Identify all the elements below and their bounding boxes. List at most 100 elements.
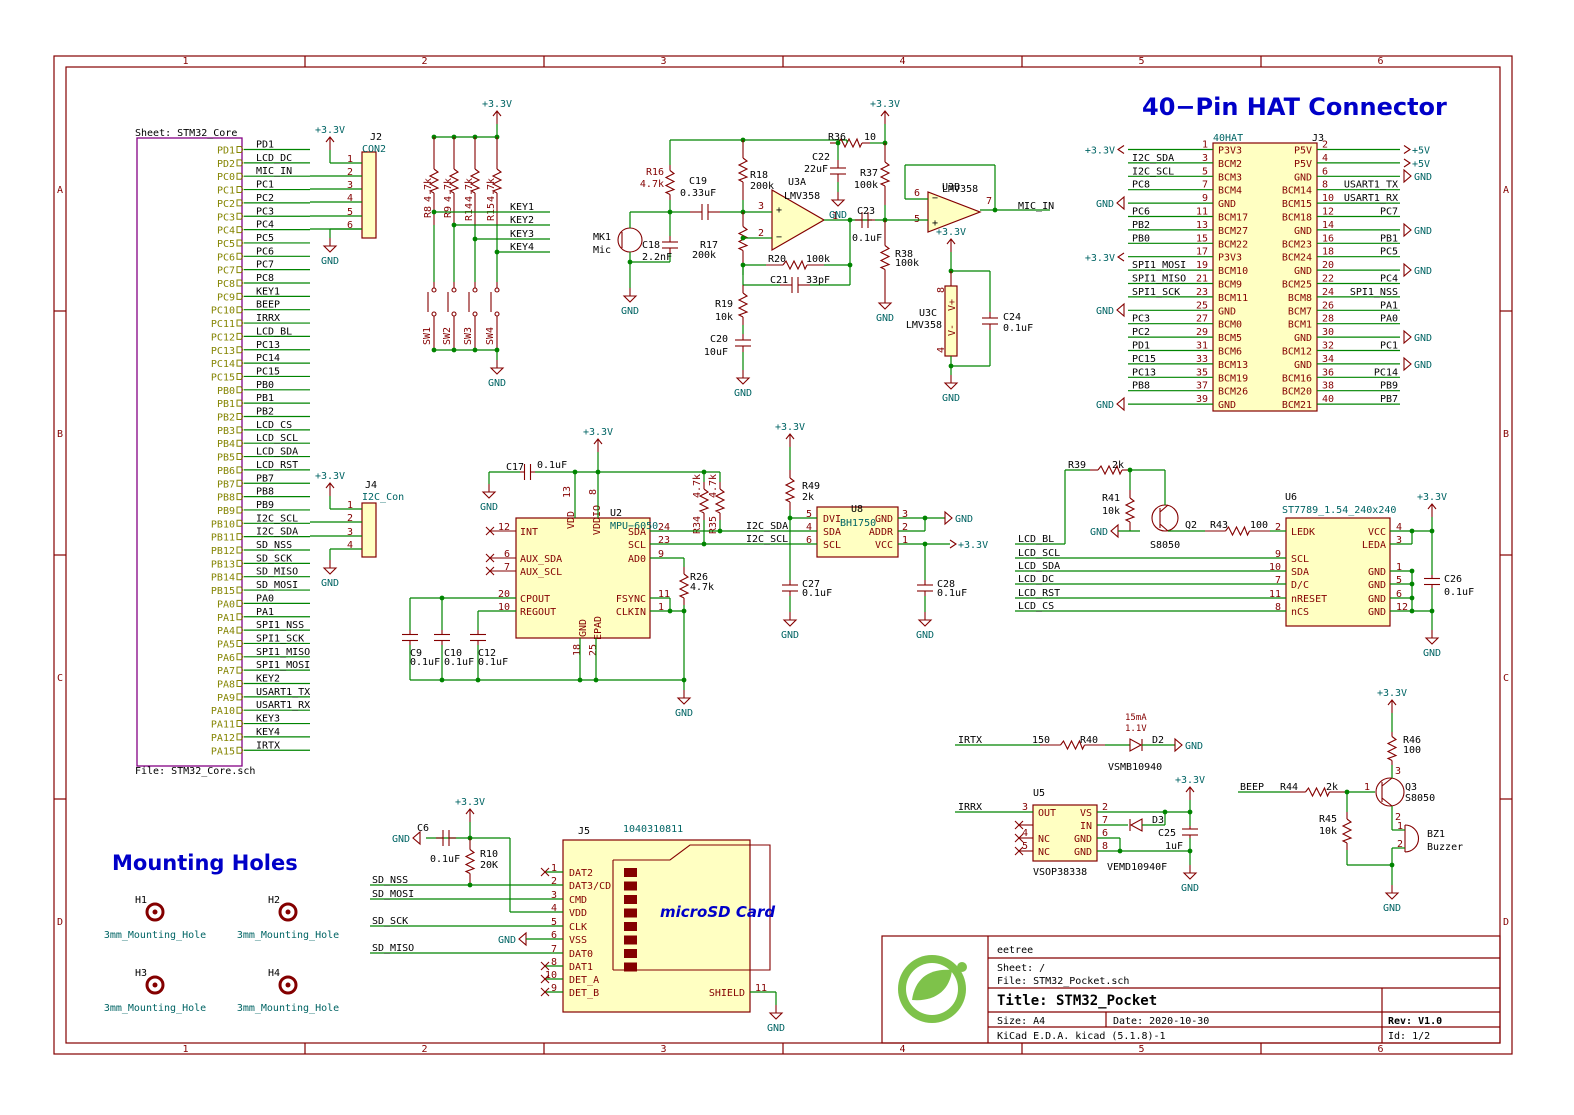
ground-symbol: GND	[916, 612, 934, 641]
pin-name: BCM5	[1218, 333, 1242, 344]
resistor-value: 4.7k	[464, 178, 475, 202]
junction	[494, 249, 500, 255]
power-label: +3.3V	[1085, 146, 1115, 157]
ref: R45	[1319, 814, 1337, 825]
pin-number: 18	[572, 644, 583, 656]
mpu6050-block[interactable]: U2MPU−6050INT12AUX_SDA6AUX_SCL7CPOUT20RE…	[402, 427, 810, 719]
pin-number: 8	[1102, 841, 1108, 852]
power-label: +3.3V	[1085, 253, 1115, 264]
tb-sheet: Sheet: /	[997, 963, 1045, 974]
pin-number: 6	[347, 220, 353, 231]
power-arrow-right: +3.3V	[949, 539, 988, 551]
pin-number: 5	[347, 207, 353, 218]
net-label: KEY4	[510, 242, 534, 253]
pin-number: 1	[658, 602, 664, 613]
mounting-holes[interactable]: H13mm_Mounting_HoleH23mm_Mounting_HoleH3…	[104, 895, 339, 1014]
frame-col-label: 4	[899, 1044, 905, 1055]
net-label: IRRX	[958, 802, 982, 813]
sheet-pin-flag	[236, 159, 244, 167]
net-label: PC4	[256, 220, 274, 231]
val: VEMD10940F	[1107, 862, 1167, 873]
power-label: +3.3V	[775, 422, 805, 433]
sheet-pin-label: PB1	[217, 399, 235, 410]
net-label: PB1	[256, 393, 274, 404]
net-label: PB8	[1132, 381, 1150, 392]
val: 100	[1250, 520, 1268, 531]
frame-col-label: 4	[899, 56, 905, 67]
power-label: +3.3V	[958, 540, 988, 551]
sheet-pin-flag	[236, 212, 244, 220]
key-switch-block[interactable]: +3.3V4.7kR8SW14.7kR9SW24.7kR14SW34.7kR15…	[422, 99, 550, 389]
diode-triangle	[1129, 818, 1143, 832]
pin-number: 11	[658, 589, 670, 600]
sd-contact	[624, 962, 637, 972]
net-label: PC6	[1132, 207, 1150, 218]
net-label: LCD_BL	[1018, 534, 1054, 545]
ground-symbol: GND	[1096, 396, 1125, 412]
power-arrow-left: +3.3V	[1085, 145, 1125, 157]
power-3v3-symbol: +3.3V	[315, 471, 345, 496]
val: 0.1uF	[802, 588, 832, 599]
pin-number: 3	[347, 180, 353, 191]
frame-row-label: B	[57, 429, 63, 440]
tb-title: Title: STM32_Pocket	[997, 993, 1157, 1009]
sheet-pin-label: PC2	[217, 199, 235, 210]
pin-name: V-	[947, 324, 958, 336]
pin-number: 11	[1269, 589, 1281, 600]
frame-col-label: 2	[421, 56, 427, 67]
stm32-core-sheet[interactable]: Sheet: STM32_Core File: STM32_Core.sch P…	[135, 128, 310, 777]
ref: R20	[768, 254, 786, 265]
net-label: SD_MISO	[372, 943, 414, 954]
val: S8050	[1405, 793, 1435, 804]
connector-body	[361, 151, 377, 239]
pin-name: AUX_SDA	[520, 554, 562, 565]
frame-col-label: 5	[1138, 56, 1144, 67]
hole-ring	[145, 975, 165, 995]
power-label: +3.3V	[455, 797, 485, 808]
pin-number: 3	[1396, 535, 1402, 546]
pin-name: GND	[578, 619, 589, 637]
zigzag	[784, 477, 796, 503]
pin-name: SCL	[823, 540, 841, 551]
sheet-pin-label: PB11	[211, 533, 235, 544]
power-label: +3.3V	[482, 99, 512, 110]
r41	[1124, 490, 1136, 530]
net-label: SPI1_NSS	[256, 620, 304, 631]
val: Buzzer	[1427, 842, 1463, 853]
pin-name: GND	[1368, 567, 1386, 578]
power-3v3-symbol: +3.3V	[315, 125, 345, 150]
net-label: LCD_DC	[256, 153, 292, 164]
junction	[439, 677, 445, 683]
net-label: USART1_RX	[256, 700, 310, 711]
opamp-body	[771, 188, 826, 252]
lcd-block[interactable]: U6ST7789_1.54_240x240LEDK2SCL9SDA10D/C7n…	[1015, 460, 1474, 659]
pin-name: ADDR	[869, 527, 894, 538]
gnd-triangle	[1110, 523, 1119, 539]
sheet-pin-label: PA12	[211, 733, 235, 744]
mounting-hole	[145, 975, 165, 995]
ref: R39	[1068, 460, 1086, 471]
pin-number: 1	[1202, 140, 1208, 151]
val: LMV358	[906, 320, 942, 331]
sheet-pin-label: PA10	[211, 706, 235, 717]
mic-amplifier[interactable]: R164.7kMK1MicGNDC182.2nFC190.33uFR18200k…	[593, 99, 1054, 404]
net-label: PB7	[1380, 394, 1398, 405]
net-label: SPI1_NSS	[1350, 287, 1398, 298]
pin-number: 24	[658, 522, 670, 533]
ref: R26	[690, 572, 708, 583]
power-3v3-symbol: +3.3V	[1377, 688, 1407, 713]
gnd-label: GND	[829, 210, 847, 221]
power-label: +3.3V	[870, 99, 900, 110]
c6	[436, 830, 456, 846]
no-connect-flag	[540, 974, 550, 984]
gnd-triangle	[1424, 637, 1440, 645]
pin-name: CLK	[569, 922, 587, 933]
frame-col-label: 6	[1377, 1044, 1383, 1055]
